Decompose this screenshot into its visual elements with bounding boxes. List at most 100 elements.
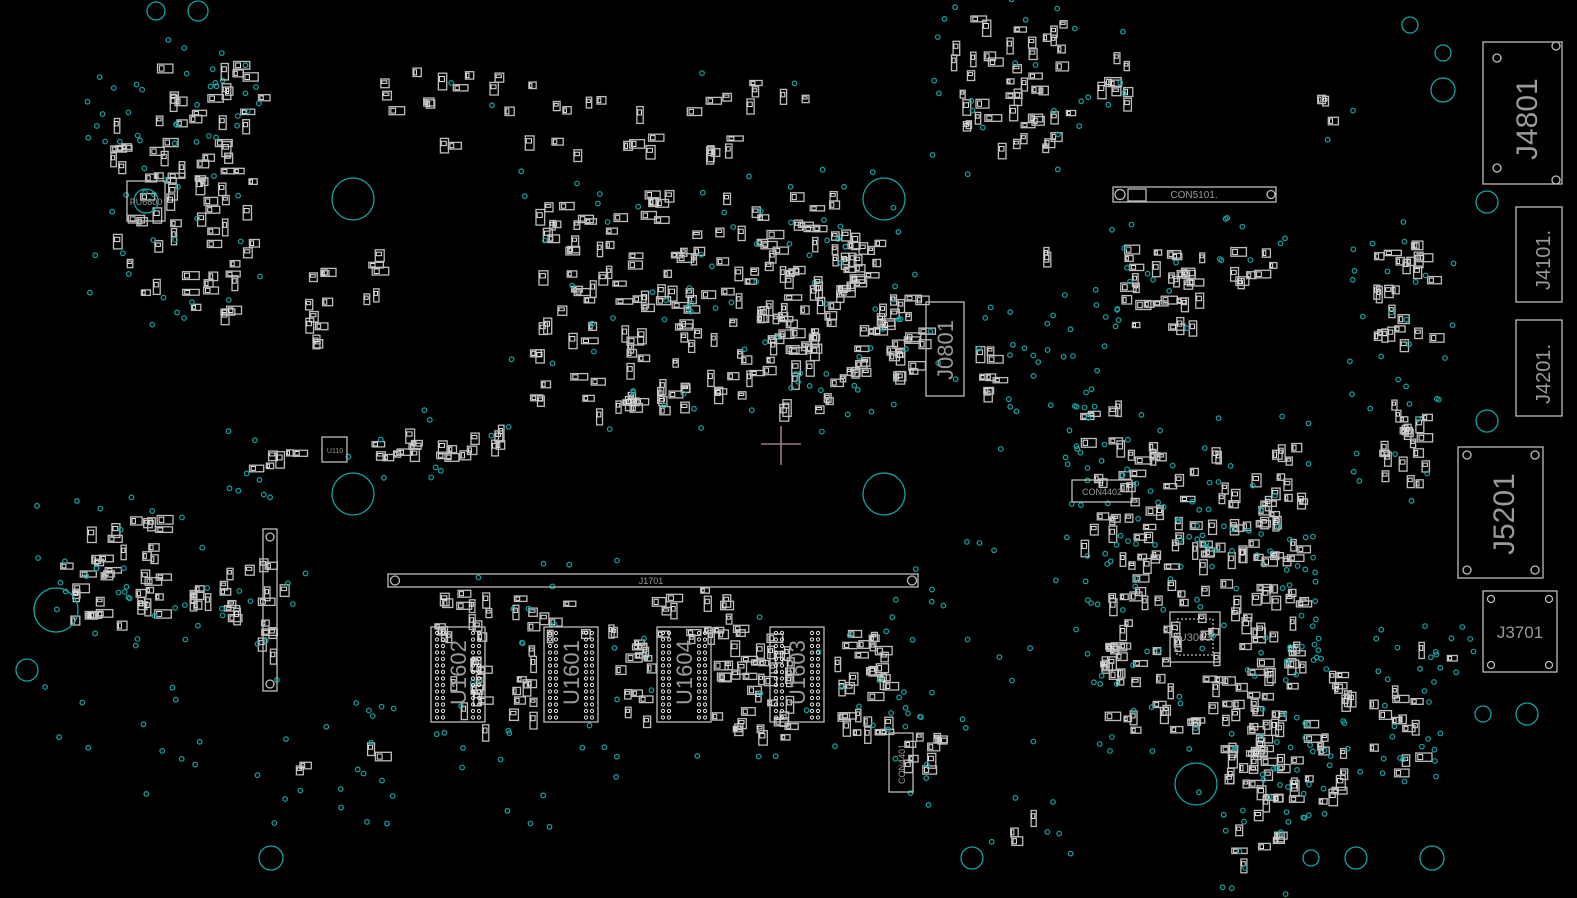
smd-part[interactable] xyxy=(1285,593,1295,604)
smd-part[interactable] xyxy=(667,285,678,302)
smd-part[interactable] xyxy=(464,71,475,80)
smd-part[interactable] xyxy=(1235,682,1248,692)
smd-part[interactable] xyxy=(1006,37,1014,55)
smd-part[interactable] xyxy=(881,320,896,331)
smd-part[interactable] xyxy=(166,193,176,211)
smd-part[interactable] xyxy=(221,140,232,158)
smd-part[interactable] xyxy=(304,298,314,311)
smd-part[interactable] xyxy=(756,724,765,734)
smd-part[interactable] xyxy=(86,526,97,544)
smd-part[interactable] xyxy=(858,640,870,649)
smd-part[interactable] xyxy=(707,369,715,388)
smd-part[interactable] xyxy=(1134,456,1153,465)
smd-part[interactable] xyxy=(1271,487,1281,501)
smd-part[interactable] xyxy=(368,261,385,269)
smd-part[interactable] xyxy=(552,220,562,229)
smd-part[interactable] xyxy=(1303,719,1320,729)
smd-part[interactable] xyxy=(1201,585,1210,597)
smd-part[interactable] xyxy=(868,634,880,643)
smd-part[interactable] xyxy=(263,586,271,602)
smd-part[interactable] xyxy=(1406,475,1415,489)
smd-part[interactable] xyxy=(1031,85,1043,94)
smd-part[interactable] xyxy=(1131,677,1141,688)
smd-part[interactable] xyxy=(195,177,206,196)
smd-part[interactable] xyxy=(566,245,581,254)
component-u1603[interactable]: U1603 xyxy=(769,626,825,723)
smd-part[interactable] xyxy=(1120,483,1130,493)
smd-part[interactable] xyxy=(1446,654,1458,662)
component-u1602[interactable]: U1602 xyxy=(430,626,486,723)
smd-part[interactable] xyxy=(1271,449,1283,460)
smd-part[interactable] xyxy=(784,723,799,731)
smd-part[interactable] xyxy=(305,317,315,334)
smd-part[interactable] xyxy=(1231,708,1241,722)
smd-part[interactable] xyxy=(113,117,121,134)
smd-part[interactable] xyxy=(1009,104,1019,122)
smd-part[interactable] xyxy=(701,290,717,300)
smd-part[interactable] xyxy=(1195,292,1205,309)
smd-part[interactable] xyxy=(494,72,505,83)
smd-part[interactable] xyxy=(1251,592,1262,606)
smd-part[interactable] xyxy=(220,308,230,326)
smd-part[interactable] xyxy=(1254,269,1272,279)
smd-part[interactable] xyxy=(1322,95,1330,107)
smd-part[interactable] xyxy=(1250,698,1259,712)
smd-part[interactable] xyxy=(1415,479,1424,489)
smd-part[interactable] xyxy=(1229,266,1240,282)
smd-part[interactable] xyxy=(790,328,806,339)
smd-part[interactable] xyxy=(127,214,146,224)
smd-part[interactable] xyxy=(170,219,182,228)
smd-part[interactable] xyxy=(1327,116,1340,126)
smd-part[interactable] xyxy=(412,67,422,78)
smd-part[interactable] xyxy=(1214,676,1227,684)
smd-part[interactable] xyxy=(98,554,114,563)
smd-part[interactable] xyxy=(637,354,651,363)
smd-part[interactable] xyxy=(860,357,871,367)
smd-part[interactable] xyxy=(444,452,460,462)
smd-part[interactable] xyxy=(1010,827,1019,838)
smd-part[interactable] xyxy=(140,569,151,585)
smd-part[interactable] xyxy=(1391,716,1402,725)
smd-part[interactable] xyxy=(1318,798,1328,805)
smd-part[interactable] xyxy=(1401,754,1411,767)
smd-part[interactable] xyxy=(615,400,622,414)
smd-part[interactable] xyxy=(1270,718,1280,736)
smd-part[interactable] xyxy=(869,642,877,652)
smd-part[interactable] xyxy=(596,241,604,258)
smd-part[interactable] xyxy=(1331,786,1348,795)
smd-part[interactable] xyxy=(875,663,890,674)
smd-part[interactable] xyxy=(1317,94,1327,105)
smd-part[interactable] xyxy=(1027,36,1037,49)
smd-part[interactable] xyxy=(1222,700,1233,708)
smd-part[interactable] xyxy=(722,92,733,102)
smd-part[interactable] xyxy=(779,88,788,105)
smd-part[interactable] xyxy=(261,619,270,627)
smd-part[interactable] xyxy=(546,629,554,644)
smd-part[interactable] xyxy=(615,665,627,676)
smd-part[interactable] xyxy=(863,716,873,727)
smd-part[interactable] xyxy=(95,596,105,607)
smd-part[interactable] xyxy=(1411,240,1424,251)
smd-part[interactable] xyxy=(145,586,155,594)
smd-part[interactable] xyxy=(459,450,472,461)
smd-part[interactable] xyxy=(791,372,800,390)
smd-part[interactable] xyxy=(1130,726,1142,734)
smd-part[interactable] xyxy=(1392,694,1410,704)
smd-part[interactable] xyxy=(573,287,592,297)
smd-part[interactable] xyxy=(1042,143,1050,154)
smd-part[interactable] xyxy=(1189,521,1203,531)
smd-part[interactable] xyxy=(547,234,561,244)
smd-part[interactable] xyxy=(992,376,1009,384)
smd-part[interactable] xyxy=(674,323,693,331)
smd-part[interactable] xyxy=(1168,272,1175,284)
smd-part[interactable] xyxy=(371,440,386,448)
smd-part[interactable] xyxy=(852,729,862,737)
smd-part[interactable] xyxy=(1221,482,1229,495)
smd-part[interactable] xyxy=(1257,744,1275,753)
smd-part[interactable] xyxy=(257,94,271,102)
smd-part[interactable] xyxy=(927,742,941,752)
smd-part[interactable] xyxy=(785,345,800,355)
smd-part[interactable] xyxy=(640,290,650,309)
smd-part[interactable] xyxy=(275,451,286,469)
smd-part[interactable] xyxy=(1028,72,1043,80)
